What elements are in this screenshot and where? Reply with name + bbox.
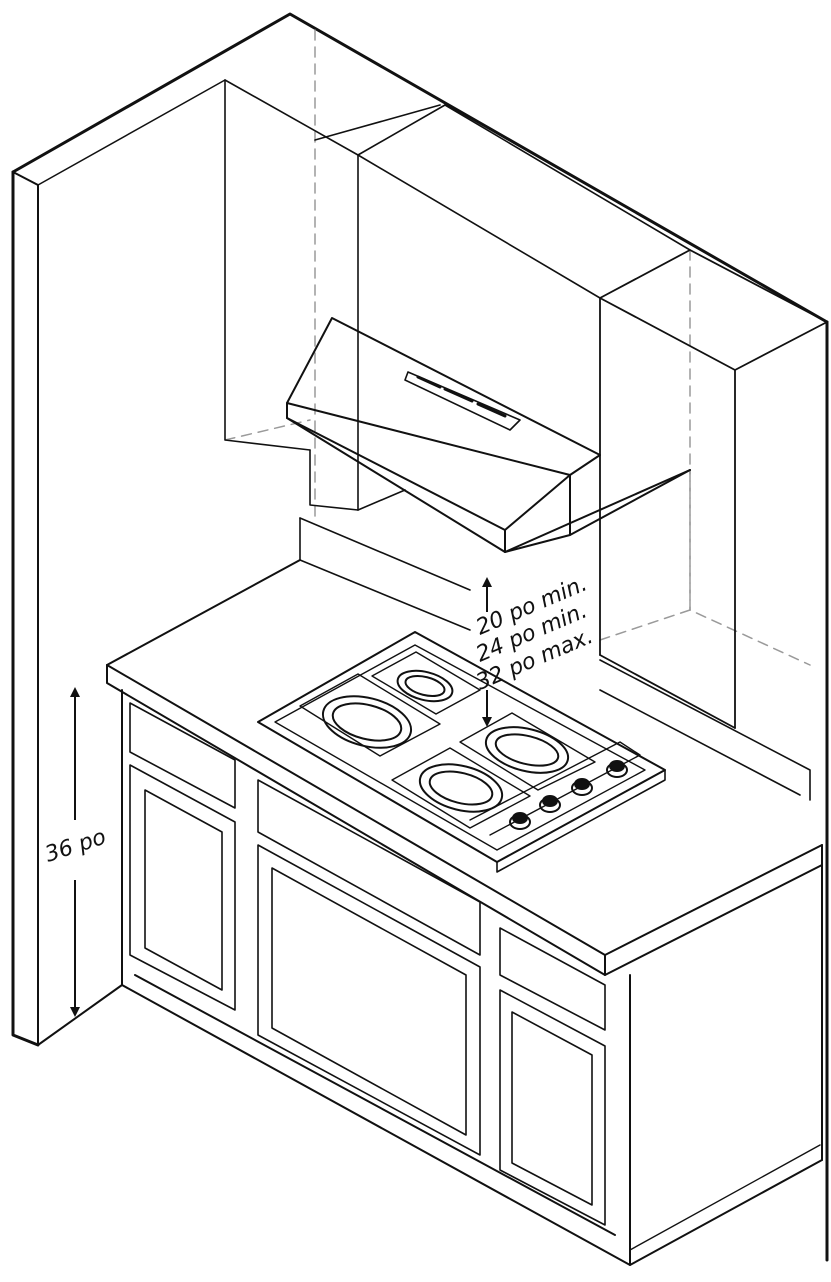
control-knobs [509,760,628,830]
cooktop [257,631,666,873]
wall-outline [11,12,829,1262]
left-upper-cabinet [224,79,446,511]
burners [321,669,570,813]
countertop [106,559,823,976]
door-fronts [129,764,606,1226]
base-cabinet [37,689,823,1266]
backsplash [299,517,811,801]
label-36-height: 36 po [42,825,109,868]
clearance-labels: 20 po min. 24 po min. 32 po max. [473,571,597,695]
hidden-lines [224,29,811,666]
back-wall-panel [357,104,691,299]
drawer-fronts [129,702,606,1031]
right-upper-cabinet [599,249,828,729]
range-hood [286,317,691,553]
